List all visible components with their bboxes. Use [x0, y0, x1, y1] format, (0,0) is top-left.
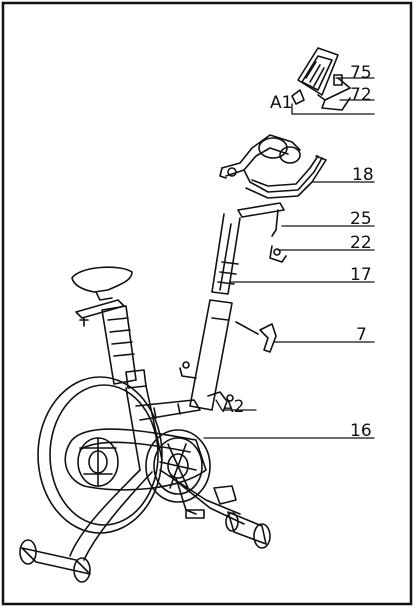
chain-guard-part [64, 428, 211, 519]
callout-75: 75 [350, 63, 372, 83]
callout-a1: A1 [270, 93, 292, 113]
callout-17: 17 [350, 265, 372, 285]
callout-7: 7 [356, 325, 367, 345]
callout-18: 18 [352, 165, 374, 185]
front-upright [179, 299, 233, 411]
console-part [291, 47, 351, 111]
flywheel [37, 376, 163, 534]
clamp-plate-part [237, 202, 287, 263]
callout-labels: 75 72 A1 18 25 22 17 7 A2 16 [222, 63, 374, 441]
base-legs [19, 469, 271, 583]
leader-lines [203, 77, 375, 439]
callout-a2: A2 [222, 397, 244, 417]
handlebar-post-part [211, 213, 241, 295]
handlebar-part [219, 134, 327, 199]
adjust-knob-part [235, 321, 277, 353]
callout-72: 72 [350, 85, 372, 105]
callout-16: 16 [350, 421, 372, 441]
callout-22: 22 [350, 233, 372, 253]
callout-25: 25 [350, 209, 372, 229]
seat-assembly [71, 266, 147, 389]
